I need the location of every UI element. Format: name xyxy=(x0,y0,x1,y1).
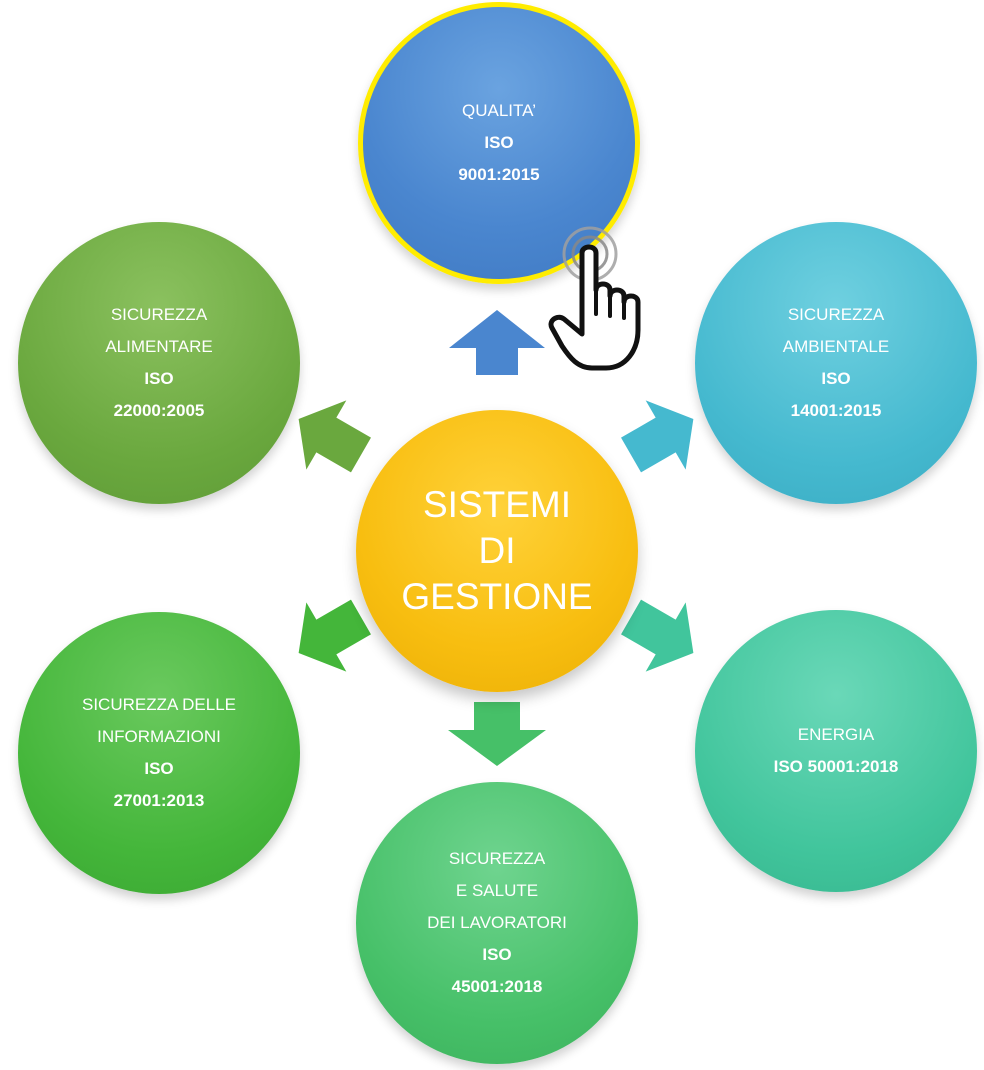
arrow-upper-left-icon xyxy=(298,400,371,473)
node-env-line-3: 14001:2015 xyxy=(790,401,882,420)
arrow-lower-right-icon xyxy=(621,599,694,672)
node-environment[interactable]: SICUREZZA AMBIENTALE ISO 14001:2015 xyxy=(695,222,977,504)
node-env-line-1: AMBIENTALE xyxy=(782,337,890,356)
center-line-0: SISTEMI xyxy=(422,484,572,525)
node-info-line-1: INFORMAZIONI xyxy=(97,727,221,746)
node-food-safety[interactable]: SICUREZZA ALIMENTARE ISO 22000:2005 xyxy=(18,222,300,504)
center-line-1: DI xyxy=(478,530,516,571)
node-food-line-1: ALIMENTARE xyxy=(105,337,213,356)
node-quality-line-1: ISO xyxy=(484,133,514,152)
node-food-line-0: SICUREZZA xyxy=(110,305,208,324)
node-quality-line-2: 9001:2015 xyxy=(458,165,540,184)
node-info-line-2: ISO xyxy=(144,759,174,778)
node-health-line-0: SICUREZZA xyxy=(448,849,546,868)
node-quality-line-0: QUALITA’ xyxy=(462,101,536,120)
center-line-2: GESTIONE xyxy=(401,576,593,617)
node-energy[interactable]: ENERGIA ISO 50001:2018 xyxy=(695,610,977,892)
node-energy-line-0: ENERGIA xyxy=(797,725,875,744)
node-health-line-4: 45001:2018 xyxy=(451,977,543,996)
center-node: SISTEMI DI GESTIONE xyxy=(356,410,638,692)
node-health-line-3: ISO xyxy=(482,945,512,964)
node-env-line-0: SICUREZZA xyxy=(787,305,885,324)
node-info-line-0: SICUREZZA DELLE xyxy=(82,695,236,714)
node-env-line-2: ISO xyxy=(821,369,851,388)
arrow-up-icon xyxy=(449,310,545,375)
node-info-line-3: 27001:2013 xyxy=(113,791,205,810)
node-food-line-3: 22000:2005 xyxy=(113,401,205,420)
node-health-line-1: E SALUTE xyxy=(455,881,539,900)
node-energy-line-1: ISO 50001:2018 xyxy=(773,757,899,776)
node-health-line-2: DEI LAVORATORI xyxy=(427,913,567,932)
node-health-safety[interactable]: SICUREZZA E SALUTE DEI LAVORATORI ISO 45… xyxy=(356,782,638,1064)
node-quality[interactable]: QUALITA’ ISO 9001:2015 xyxy=(358,2,640,284)
node-information-security[interactable]: SICUREZZA DELLE INFORMAZIONI ISO 27001:2… xyxy=(18,612,300,894)
arrow-down-icon xyxy=(448,702,546,766)
pointing-hand-icon xyxy=(548,226,641,371)
arrow-lower-left-icon xyxy=(298,599,371,672)
node-food-line-2: ISO xyxy=(144,369,174,388)
arrow-upper-right-icon xyxy=(621,400,694,473)
